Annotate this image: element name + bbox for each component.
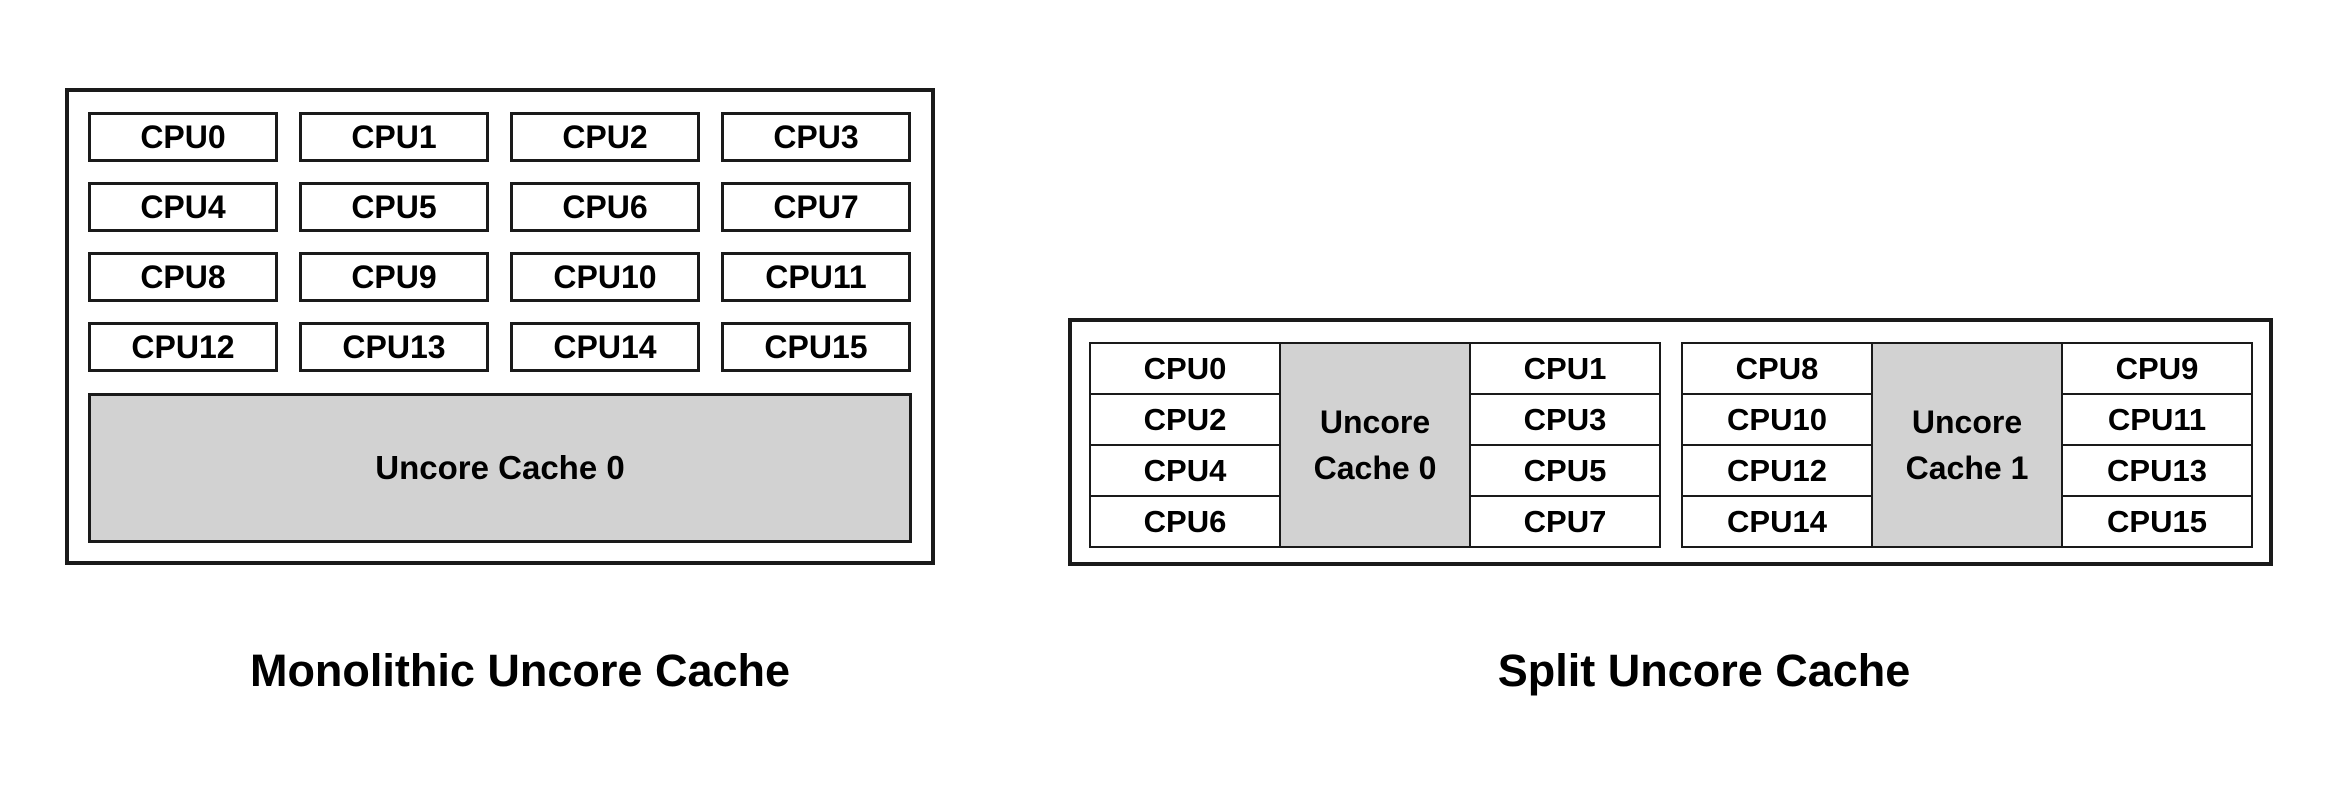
cluster-row: CPU2 CPU3 <box>1089 393 1661 446</box>
split-package-box: CPU0 Uncore Cache 0 CPU1 CPU2 CPU3 CPU4 … <box>1068 318 2273 566</box>
cpu-box-12: CPU12 <box>88 322 278 372</box>
uncore-cache-0-block: Uncore Cache 0 <box>88 393 912 543</box>
cpu-box-11: CPU11 <box>721 252 911 302</box>
cpu-box-4: CPU4 <box>88 182 278 232</box>
cpu-cell-2: CPU2 <box>1089 393 1281 446</box>
cpu-box-3: CPU3 <box>721 112 911 162</box>
cpu-cell-8: CPU8 <box>1681 342 1873 395</box>
cluster-row: CPU6 CPU7 <box>1089 495 1661 548</box>
cpu-cell-1: CPU1 <box>1469 342 1661 395</box>
cluster-row: CPU10 CPU11 <box>1681 393 2253 446</box>
cpu-cell-13: CPU13 <box>2061 444 2253 497</box>
cpu-box-1: CPU1 <box>299 112 489 162</box>
cpu-cell-5: CPU5 <box>1469 444 1661 497</box>
cpu-cell-15: CPU15 <box>2061 495 2253 548</box>
cpu-box-7: CPU7 <box>721 182 911 232</box>
cpu-cell-0: CPU0 <box>1089 342 1281 395</box>
cpu-box-9: CPU9 <box>299 252 489 302</box>
uncore-cache-1-cell: Uncore Cache 1 <box>1871 342 2063 548</box>
cpu-box-5: CPU5 <box>299 182 489 232</box>
monolithic-package-box: CPU0 CPU1 CPU2 CPU3 CPU4 CPU5 CPU6 CPU7 … <box>65 88 935 565</box>
cpu-box-14: CPU14 <box>510 322 700 372</box>
cpu-cell-14: CPU14 <box>1681 495 1873 548</box>
cpu-cell-6: CPU6 <box>1089 495 1281 548</box>
split-caption: Split Uncore Cache <box>1497 645 1911 696</box>
cpu-box-15: CPU15 <box>721 322 911 372</box>
cpu-box-2: CPU2 <box>510 112 700 162</box>
cpu-box-13: CPU13 <box>299 322 489 372</box>
cpu-box-0: CPU0 <box>88 112 278 162</box>
monolithic-cpu-grid: CPU0 CPU1 CPU2 CPU3 CPU4 CPU5 CPU6 CPU7 … <box>88 112 912 372</box>
split-cluster-0: CPU0 Uncore Cache 0 CPU1 CPU2 CPU3 CPU4 … <box>1089 342 1661 548</box>
cpu-box-10: CPU10 <box>510 252 700 302</box>
cluster-row: CPU8 Uncore Cache 1 CPU9 <box>1681 342 2253 548</box>
monolithic-caption: Monolithic Uncore Cache <box>249 645 791 696</box>
cluster-row: CPU12 CPU13 <box>1681 444 2253 497</box>
cpu-cell-3: CPU3 <box>1469 393 1661 446</box>
cpu-cell-12: CPU12 <box>1681 444 1873 497</box>
cpu-cell-9: CPU9 <box>2061 342 2253 395</box>
split-cluster-1: CPU8 Uncore Cache 1 CPU9 CPU10 CPU11 CPU… <box>1681 342 2253 548</box>
cpu-cell-11: CPU11 <box>2061 393 2253 446</box>
cluster-row: CPU0 Uncore Cache 0 CPU1 <box>1089 342 1661 548</box>
cpu-cell-7: CPU7 <box>1469 495 1661 548</box>
cpu-cell-10: CPU10 <box>1681 393 1873 446</box>
cpu-box-6: CPU6 <box>510 182 700 232</box>
cluster-row: CPU14 CPU15 <box>1681 495 2253 548</box>
cpu-box-8: CPU8 <box>88 252 278 302</box>
cpu-cell-4: CPU4 <box>1089 444 1281 497</box>
cluster-row: CPU4 CPU5 <box>1089 444 1661 497</box>
uncore-cache-0-cell: Uncore Cache 0 <box>1279 342 1471 548</box>
